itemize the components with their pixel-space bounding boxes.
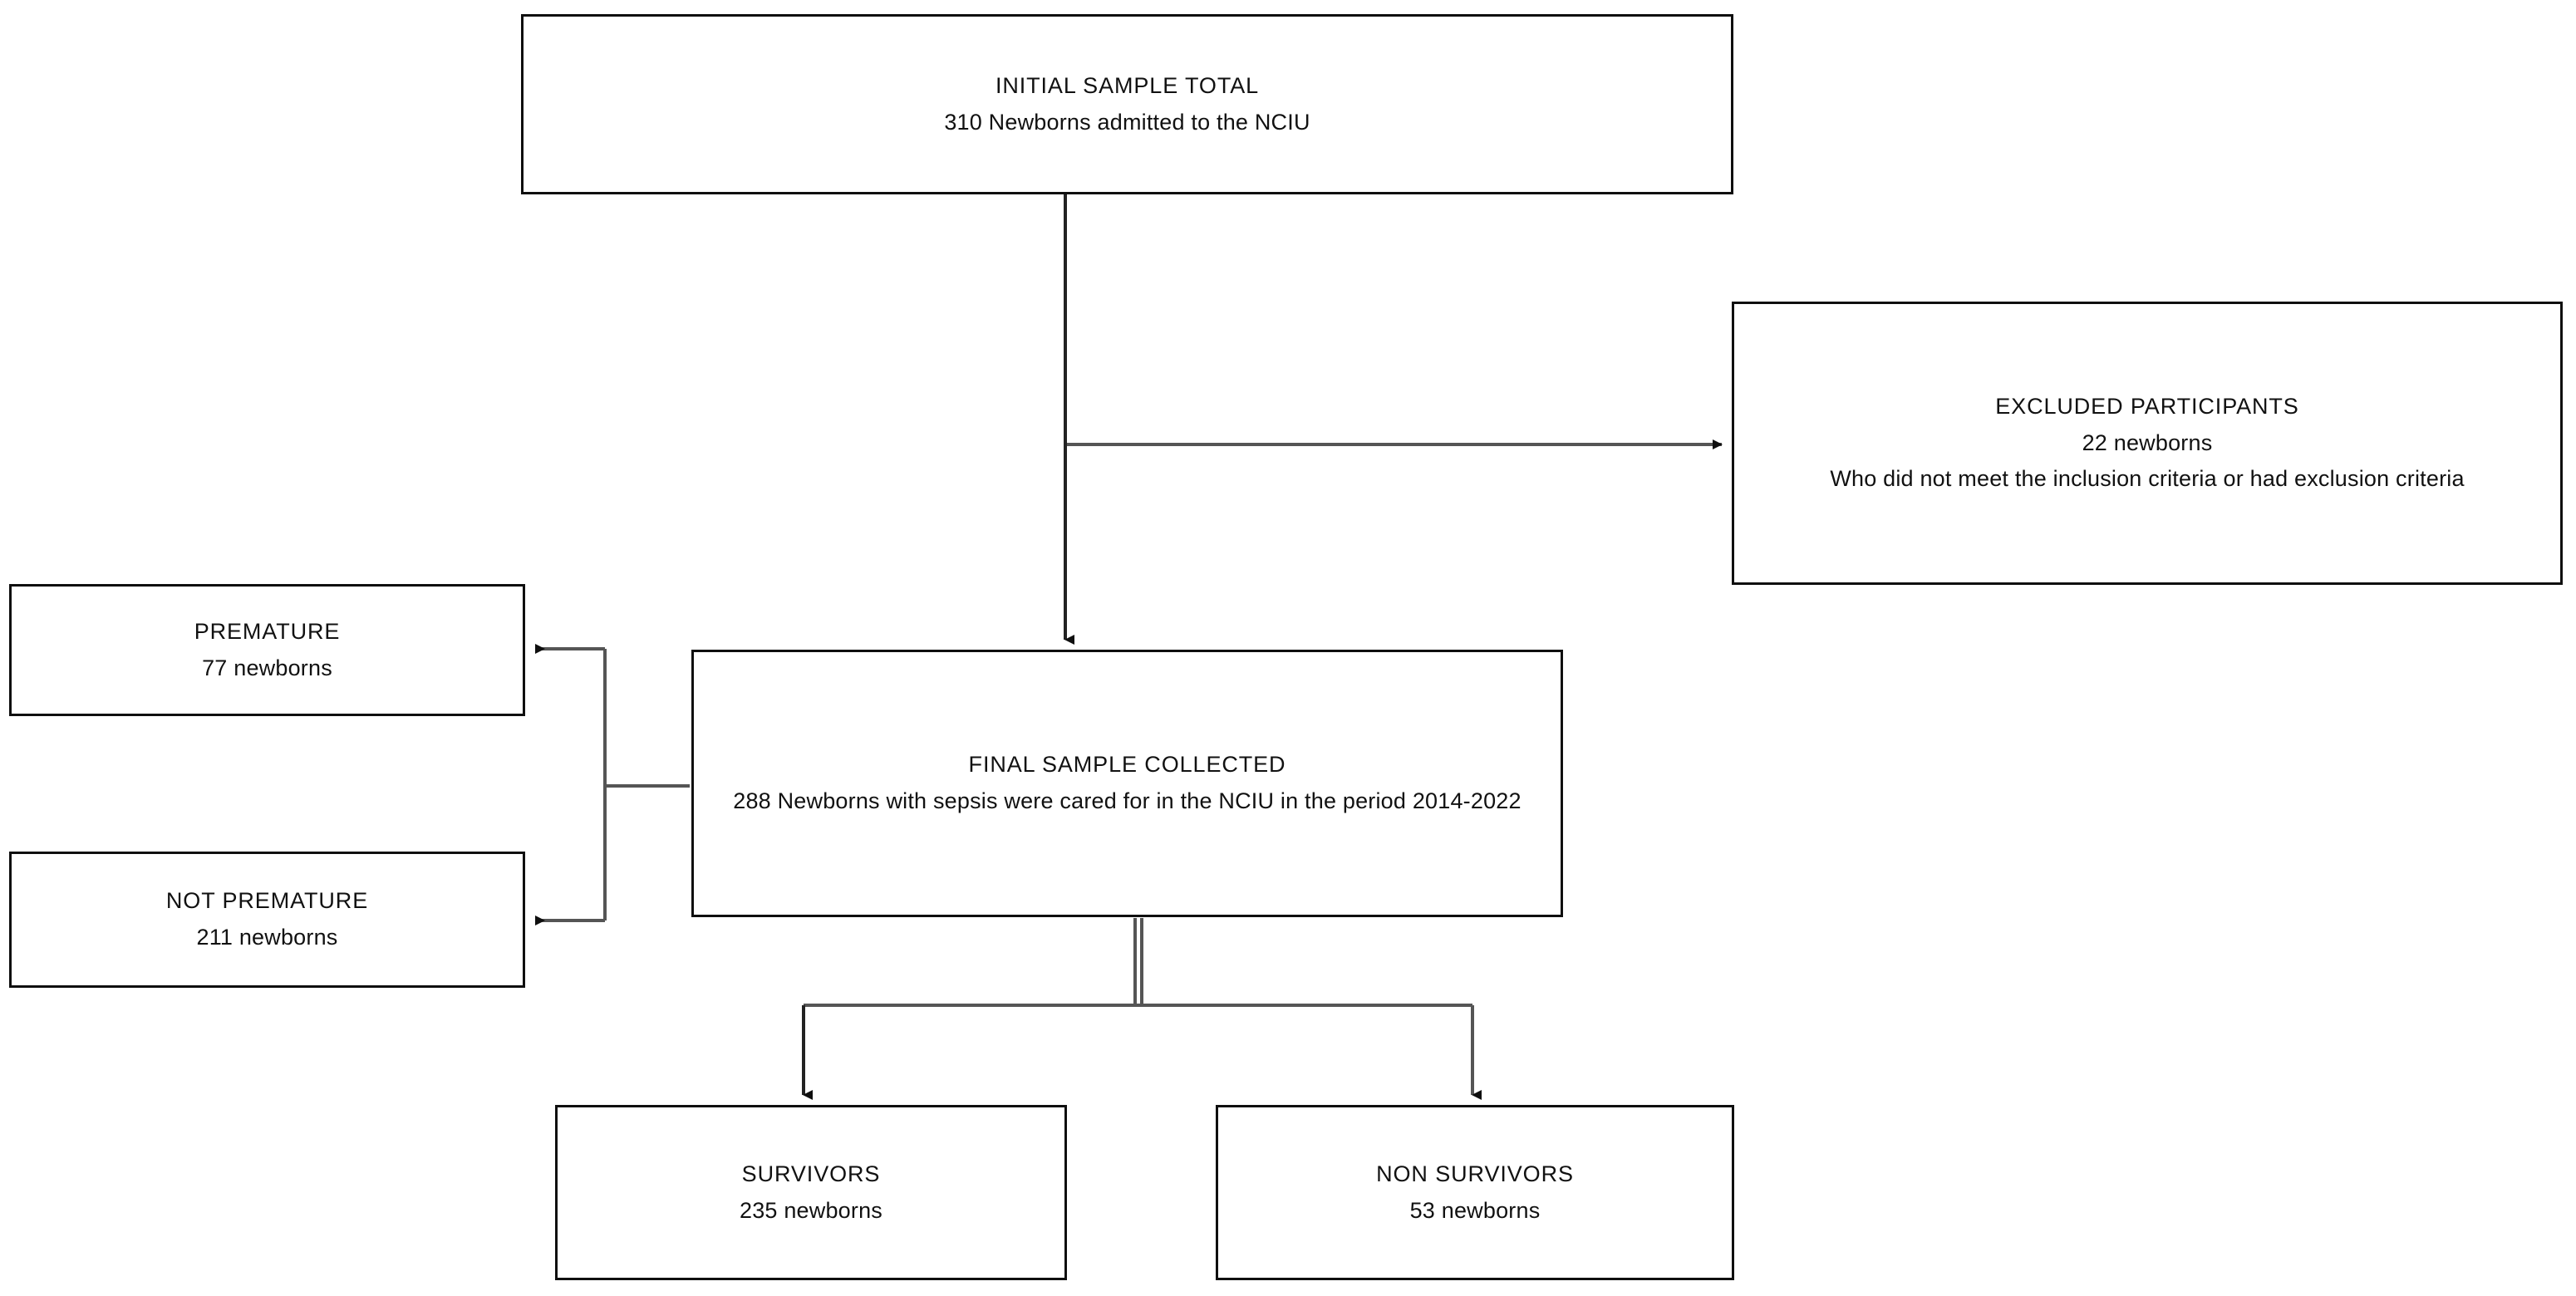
- node-survivors-detail: 235 newborns: [739, 1197, 883, 1223]
- node-not-premature-detail: 211 newborns: [196, 925, 338, 950]
- node-premature-detail: 77 newborns: [202, 655, 332, 680]
- node-survivors[interactable]: SURVIVORS 235 newborns: [555, 1105, 1067, 1280]
- node-final-sample-title: FINAL SAMPLE COLLECTED: [968, 752, 1286, 778]
- node-initial-sample-detail: 310 Newborns admitted to the NCIU: [944, 109, 1310, 135]
- node-premature-title: PREMATURE: [194, 618, 341, 644]
- node-excluded-detail: 22 newborns: [2082, 430, 2213, 455]
- node-non-survivors-title: NON SURVIVORS: [1376, 1161, 1574, 1186]
- node-final-sample[interactable]: FINAL SAMPLE COLLECTED 288 Newborns with…: [691, 650, 1563, 917]
- node-final-sample-detail: 288 Newborns with sepsis were cared for …: [733, 788, 1522, 813]
- node-initial-sample-title: INITIAL SAMPLE TOTAL: [995, 72, 1260, 98]
- node-initial-sample[interactable]: INITIAL SAMPLE TOTAL 310 Newborns admitt…: [521, 14, 1733, 194]
- node-non-survivors[interactable]: NON SURVIVORS 53 newborns: [1216, 1105, 1734, 1280]
- node-non-survivors-detail: 53 newborns: [1409, 1197, 1541, 1223]
- node-premature[interactable]: PREMATURE 77 newborns: [9, 584, 525, 716]
- node-not-premature-title: NOT PREMATURE: [165, 888, 369, 914]
- node-excluded-title: EXCLUDED PARTICIPANTS: [1995, 393, 2299, 419]
- node-excluded-participants[interactable]: EXCLUDED PARTICIPANTS 22 newborns Who di…: [1732, 302, 2563, 585]
- node-not-premature[interactable]: NOT PREMATURE 211 newborns: [9, 852, 525, 988]
- node-survivors-title: SURVIVORS: [741, 1161, 881, 1186]
- node-excluded-detail-secondary: Who did not meet the inclusion criteria …: [1830, 466, 2465, 492]
